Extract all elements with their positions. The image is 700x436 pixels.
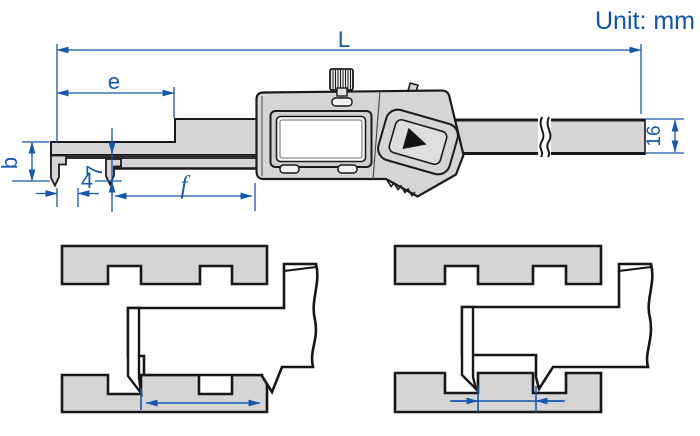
beam-break-symbol	[538, 116, 552, 158]
unit-label: Unit: mm	[595, 7, 695, 35]
dim-label-16: 16	[644, 125, 665, 146]
body-head-crease	[372, 90, 381, 180]
thumb-screw	[329, 68, 354, 91]
workpiece-top-block	[393, 244, 603, 286]
fixed-jaw-hook	[50, 154, 67, 188]
caliper-jaw-outline	[126, 262, 319, 395]
lower-jaw-bar	[106, 159, 258, 170]
button-pad	[377, 108, 459, 176]
dim-label-f: f	[181, 172, 191, 199]
bottom-slot-left	[279, 164, 300, 174]
application-figure-right	[393, 244, 654, 414]
beam-end-cap-line	[618, 266, 652, 272]
beam-end-cap-line	[283, 266, 317, 272]
screw-stem	[336, 87, 348, 97]
caliper-depth-rod	[460, 305, 479, 393]
top-slot	[331, 97, 353, 107]
workpiece-bottom-block	[60, 373, 269, 414]
lcd-display	[269, 110, 373, 168]
application-figure-left	[60, 244, 319, 414]
dim-label-b: b	[0, 157, 22, 169]
dim-label-7: 7	[82, 165, 107, 177]
dimension-b	[12, 141, 50, 182]
dim-label-e: e	[108, 69, 120, 94]
thumb-grip-serrations	[386, 179, 416, 197]
dim-label-4: 4	[81, 168, 93, 193]
dimension-4	[36, 188, 99, 207]
dimension-e	[56, 87, 175, 118]
moving-jaw-hook	[105, 158, 122, 187]
dim-label-L: L	[338, 27, 350, 52]
caliper-jaw-outline	[460, 262, 654, 393]
bottom-slot-right	[337, 164, 358, 174]
triangle-button-icon	[402, 127, 427, 149]
workpiece-top-block	[60, 244, 269, 286]
upper-jaw-rail	[50, 118, 263, 159]
caliper-side-view	[50, 68, 646, 198]
dimension-annotations	[12, 44, 684, 212]
measure-arrow-left	[140, 388, 261, 410]
dimension-7	[95, 128, 122, 212]
dimension-16	[646, 118, 684, 154]
dimension-f	[114, 183, 256, 211]
jaw-seam	[51, 155, 258, 159]
caliper-depth-rod	[126, 306, 143, 398]
workpiece-bottom-block	[393, 371, 603, 414]
measure-arrow-right	[450, 386, 565, 412]
